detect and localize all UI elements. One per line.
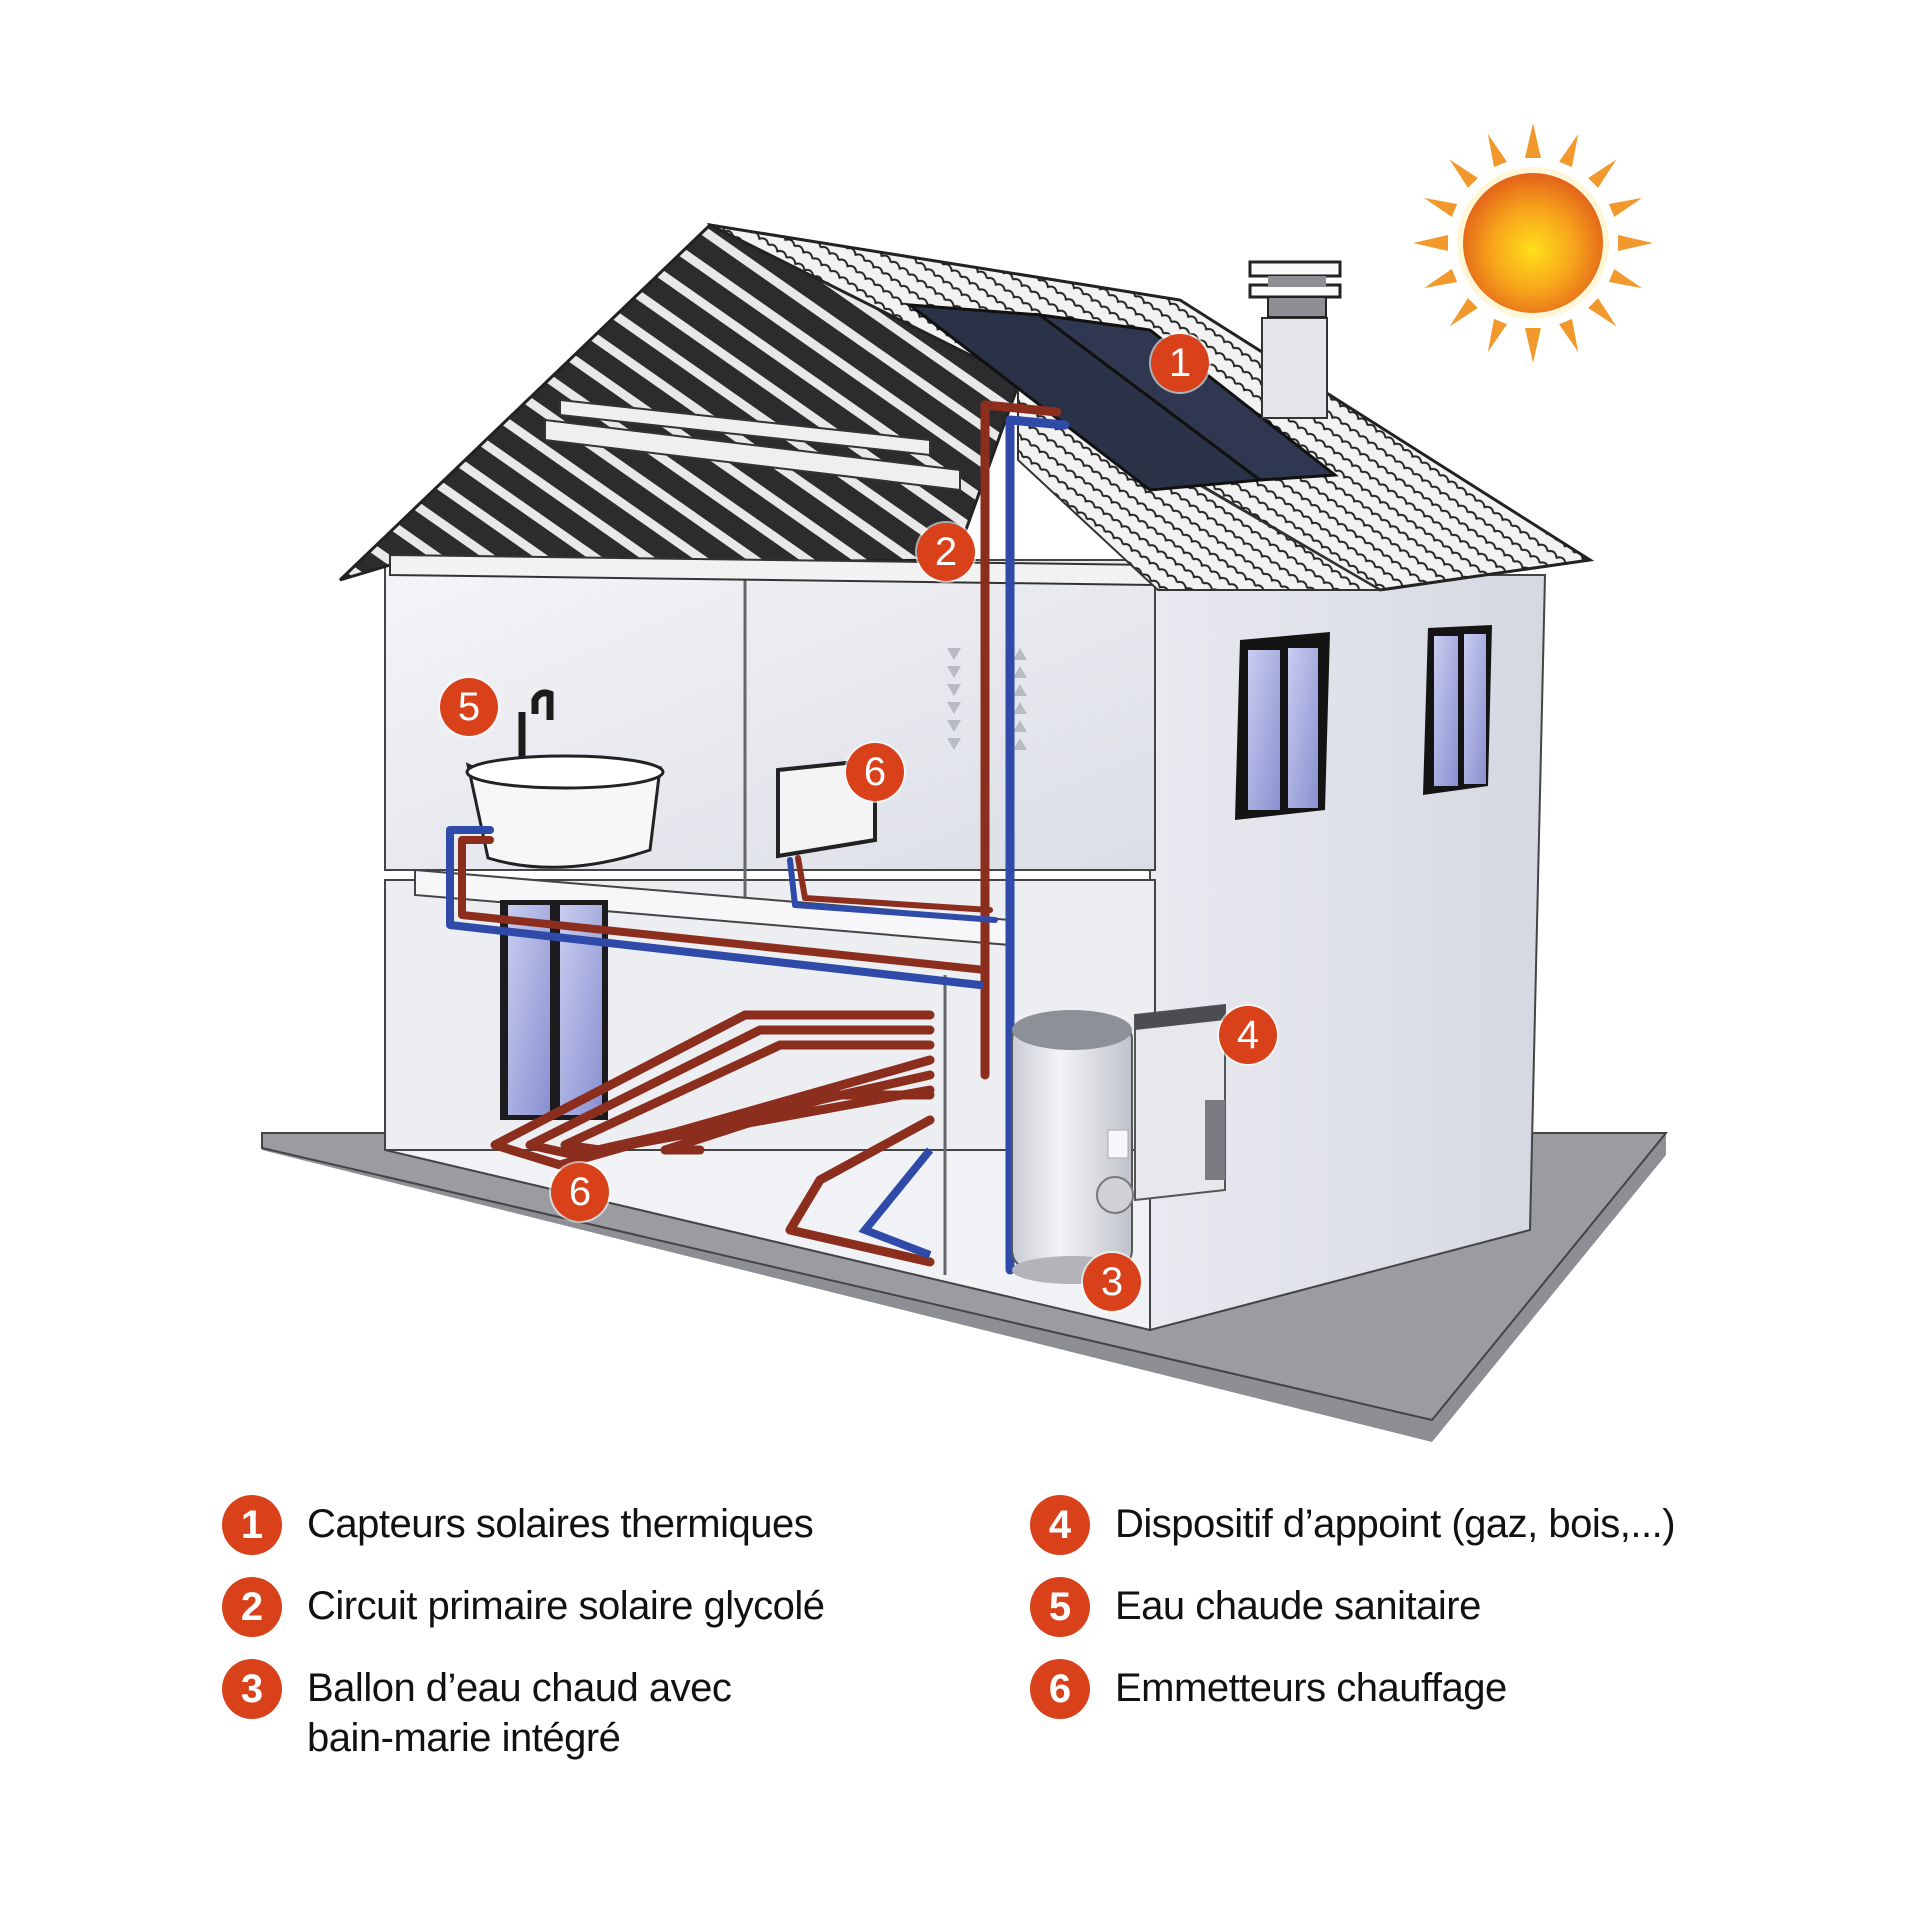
legend: 1 Capteurs solaires thermiques 2 Circuit… bbox=[222, 1495, 1762, 1795]
window bbox=[1423, 625, 1492, 795]
legend-label: Ballon d’eau chaud avec bain-marie intég… bbox=[307, 1666, 732, 1760]
callout-badge-1: 1 bbox=[1151, 334, 1209, 392]
legend-item: 2 Circuit primaire solaire glycolé bbox=[222, 1577, 982, 1637]
legend-label: Capteurs solaires thermiques bbox=[307, 1502, 814, 1546]
callout-badge-6-floor: 6 bbox=[551, 1163, 609, 1221]
sun-icon bbox=[1413, 123, 1653, 363]
legend-label: Dispositif d’appoint (gaz, bois,...) bbox=[1115, 1502, 1676, 1546]
legend-item: 1 Capteurs solaires thermiques bbox=[222, 1495, 982, 1555]
legend-badge: 6 bbox=[1030, 1659, 1090, 1719]
legend-label: Eau chaude sanitaire bbox=[1115, 1584, 1481, 1628]
underfloor-return-pipe bbox=[858, 1147, 934, 1259]
airflow-arrows bbox=[947, 648, 1027, 750]
legend-column-left: 1 Capteurs solaires thermiques 2 Circuit… bbox=[222, 1495, 982, 1785]
legend-item: 3 Ballon d’eau chaud avec bain-marie int… bbox=[222, 1659, 982, 1763]
callout-badge-5: 5 bbox=[440, 678, 498, 736]
legend-badge: 2 bbox=[222, 1577, 282, 1637]
window bbox=[1235, 632, 1330, 820]
chimney bbox=[1248, 260, 1342, 419]
bathtub bbox=[465, 689, 665, 869]
legend-item: 4 Dispositif d’appoint (gaz, bois,...) bbox=[1030, 1495, 1790, 1555]
distribution-pipes bbox=[446, 826, 998, 989]
callout-badge-2: 2 bbox=[917, 523, 975, 581]
legend-badge: 4 bbox=[1030, 1495, 1090, 1555]
legend-label: Emmetteurs chauffage bbox=[1115, 1666, 1507, 1710]
primary-circuit-pipes bbox=[980, 400, 1070, 1275]
solar-panel bbox=[905, 303, 1340, 492]
callout-badge-4: 4 bbox=[1219, 1006, 1277, 1064]
underfloor-heating bbox=[490, 1010, 935, 1267]
legend-badge: 1 bbox=[222, 1495, 282, 1555]
legend-item: 6 Emmetteurs chauffage bbox=[1030, 1659, 1790, 1719]
callout-badge-3: 3 bbox=[1083, 1253, 1141, 1311]
callout-badge-6-radiator: 6 bbox=[846, 743, 904, 801]
legend-label: Circuit primaire solaire glycolé bbox=[307, 1584, 825, 1628]
boiler bbox=[1134, 1003, 1226, 1202]
legend-badge: 3 bbox=[222, 1659, 282, 1719]
legend-item: 5 Eau chaude sanitaire bbox=[1030, 1577, 1790, 1637]
legend-badge: 5 bbox=[1030, 1577, 1090, 1637]
hot-water-tank bbox=[1011, 1010, 1134, 1284]
legend-column-right: 4 Dispositif d’appoint (gaz, bois,...) 5… bbox=[1030, 1495, 1790, 1741]
